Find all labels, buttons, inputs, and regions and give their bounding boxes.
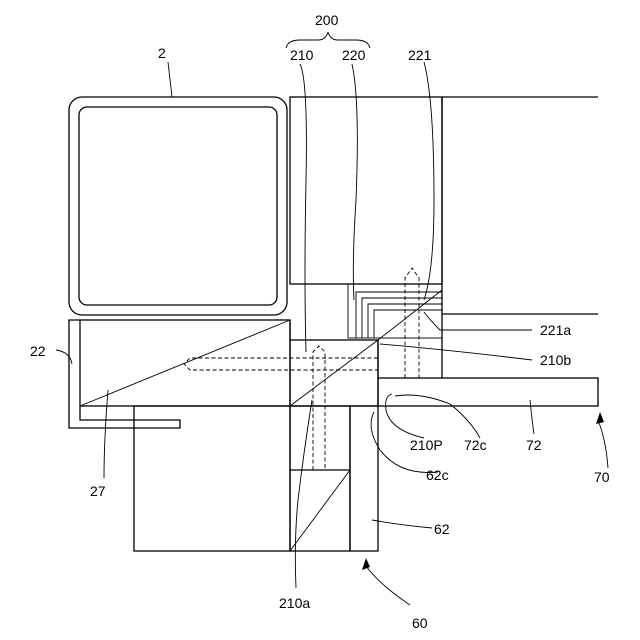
label-220: 220	[342, 47, 366, 63]
leader-lines	[56, 62, 608, 605]
label-2: 2	[158, 45, 166, 61]
member-22-frame	[69, 320, 290, 428]
screw-210b	[184, 358, 378, 370]
brace-200	[286, 32, 370, 48]
label-72: 72	[526, 437, 542, 453]
reference-labels: 200 2 210 220 221 22 221a 210b 27 210P 7…	[30, 12, 610, 631]
label-210: 210	[290, 47, 314, 63]
label-200: 200	[315, 12, 339, 28]
label-221a: 221a	[540, 322, 571, 338]
label-60: 60	[412, 615, 428, 631]
label-210b: 210b	[540, 352, 571, 368]
label-62c: 62c	[426, 467, 449, 483]
label-22: 22	[30, 343, 46, 359]
screw-210a	[313, 346, 325, 470]
label-72c: 72c	[464, 437, 487, 453]
label-27: 27	[90, 483, 106, 499]
label-70: 70	[594, 469, 610, 485]
label-210P: 210P	[410, 437, 443, 453]
label-62: 62	[434, 521, 450, 537]
label-221: 221	[408, 47, 432, 63]
member-62-dotted-strip	[350, 406, 378, 551]
member-72-dotted-strip	[378, 378, 598, 406]
member-2-hollow-profile	[69, 97, 287, 315]
label-210a: 210a	[279, 595, 310, 611]
